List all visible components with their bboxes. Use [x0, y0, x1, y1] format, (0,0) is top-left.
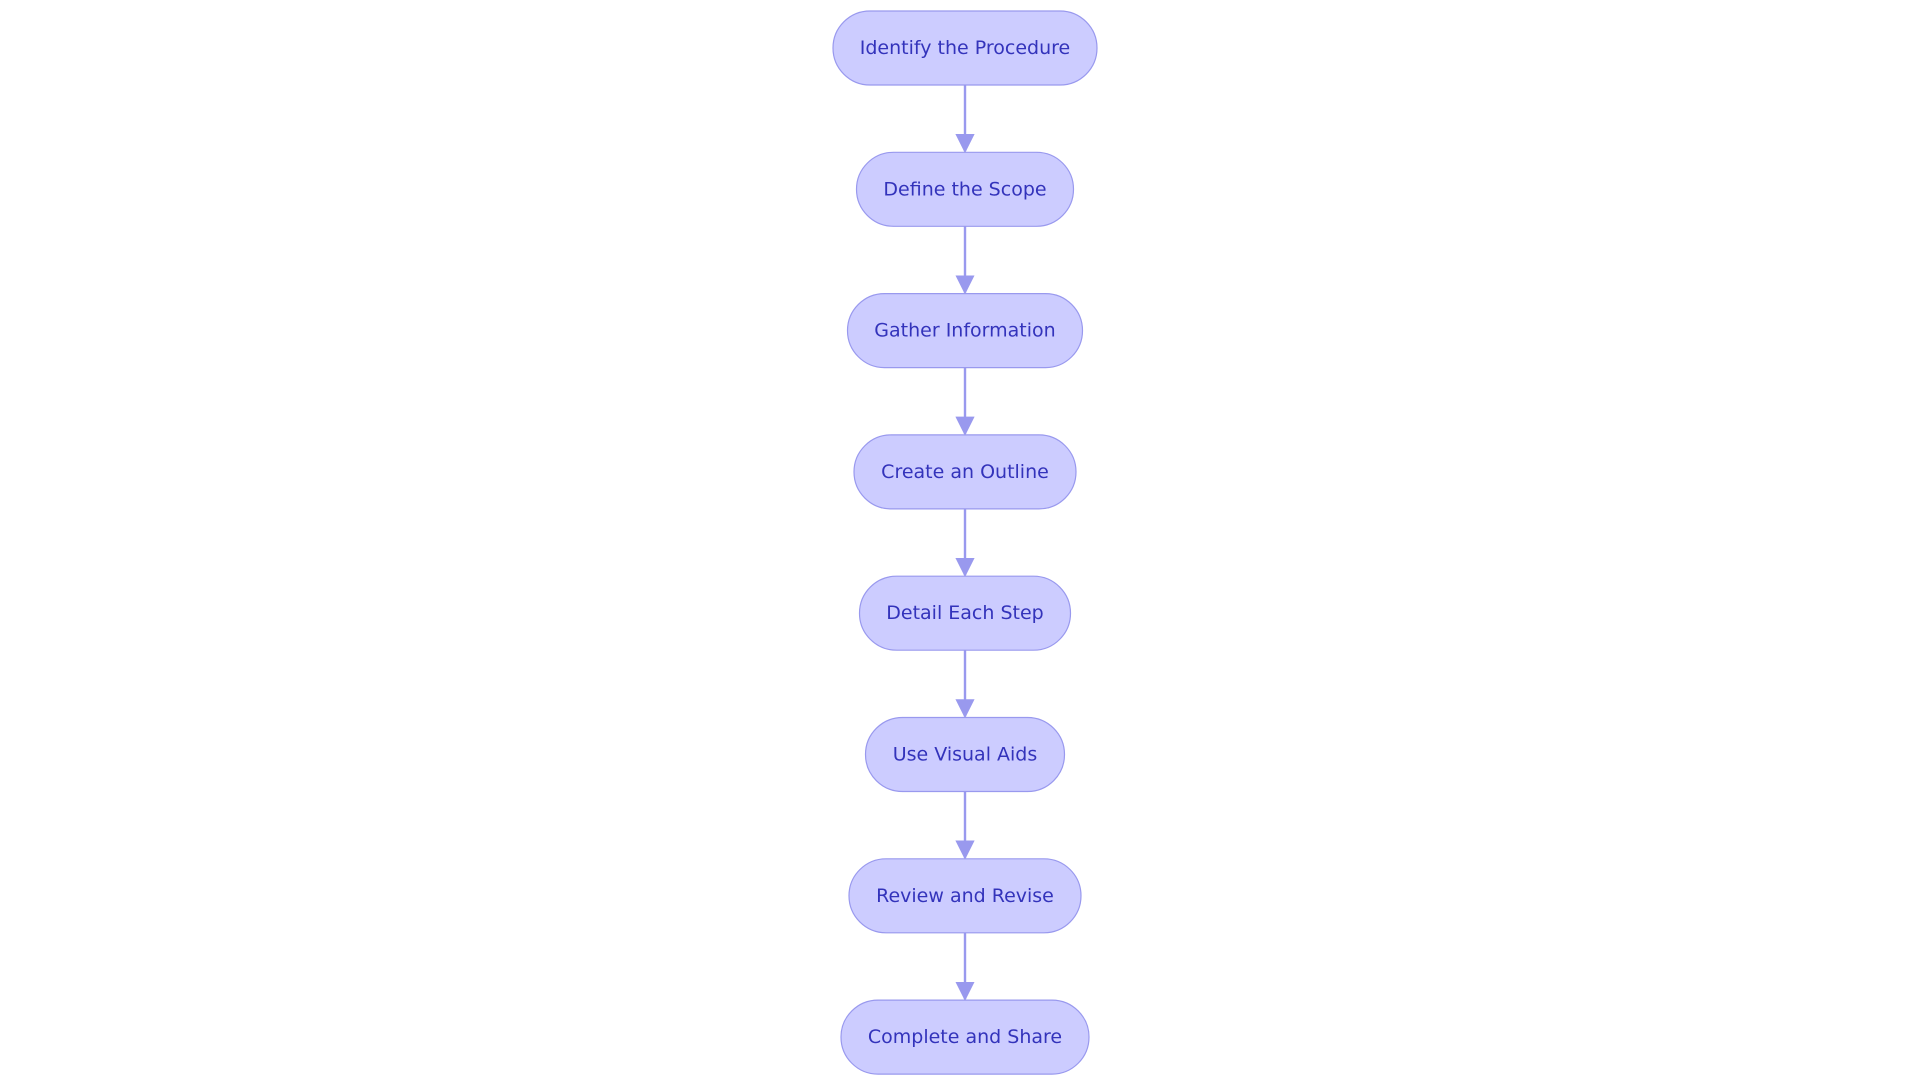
flow-node-outline: Create an Outline: [853, 434, 1077, 510]
flow-node-review: Review and Revise: [848, 858, 1082, 934]
flow-node-shape: [858, 575, 1072, 651]
flow-node-label: Gather Information: [874, 320, 1055, 342]
flow-node-label: Use Visual Aids: [893, 744, 1038, 766]
flow-node-shape: [840, 999, 1090, 1075]
flow-node-label: Create an Outline: [881, 461, 1049, 483]
flow-node-shape: [832, 10, 1098, 86]
flow-node-complete: Complete and Share: [840, 999, 1090, 1075]
flow-node-shape: [848, 858, 1082, 934]
flow-node-label: Detail Each Step: [886, 602, 1043, 624]
flow-node-shape: [855, 151, 1075, 227]
flow-node-shape: [853, 434, 1077, 510]
flow-node-scope: Define the Scope: [855, 151, 1075, 227]
flow-node-label: Identify the Procedure: [860, 37, 1070, 59]
flow-node-shape: [864, 716, 1066, 793]
flow-node-label: Review and Revise: [876, 885, 1054, 907]
flow-node-label: Complete and Share: [868, 1026, 1062, 1048]
flow-node-visual: Use Visual Aids: [864, 716, 1066, 793]
flow-node-label: Define the Scope: [883, 178, 1046, 200]
flow-node-shape: [846, 293, 1084, 369]
flow-node-identify: Identify the Procedure: [832, 10, 1098, 86]
flow-node-detail: Detail Each Step: [858, 575, 1072, 651]
flow-node-gather: Gather Information: [846, 293, 1084, 369]
